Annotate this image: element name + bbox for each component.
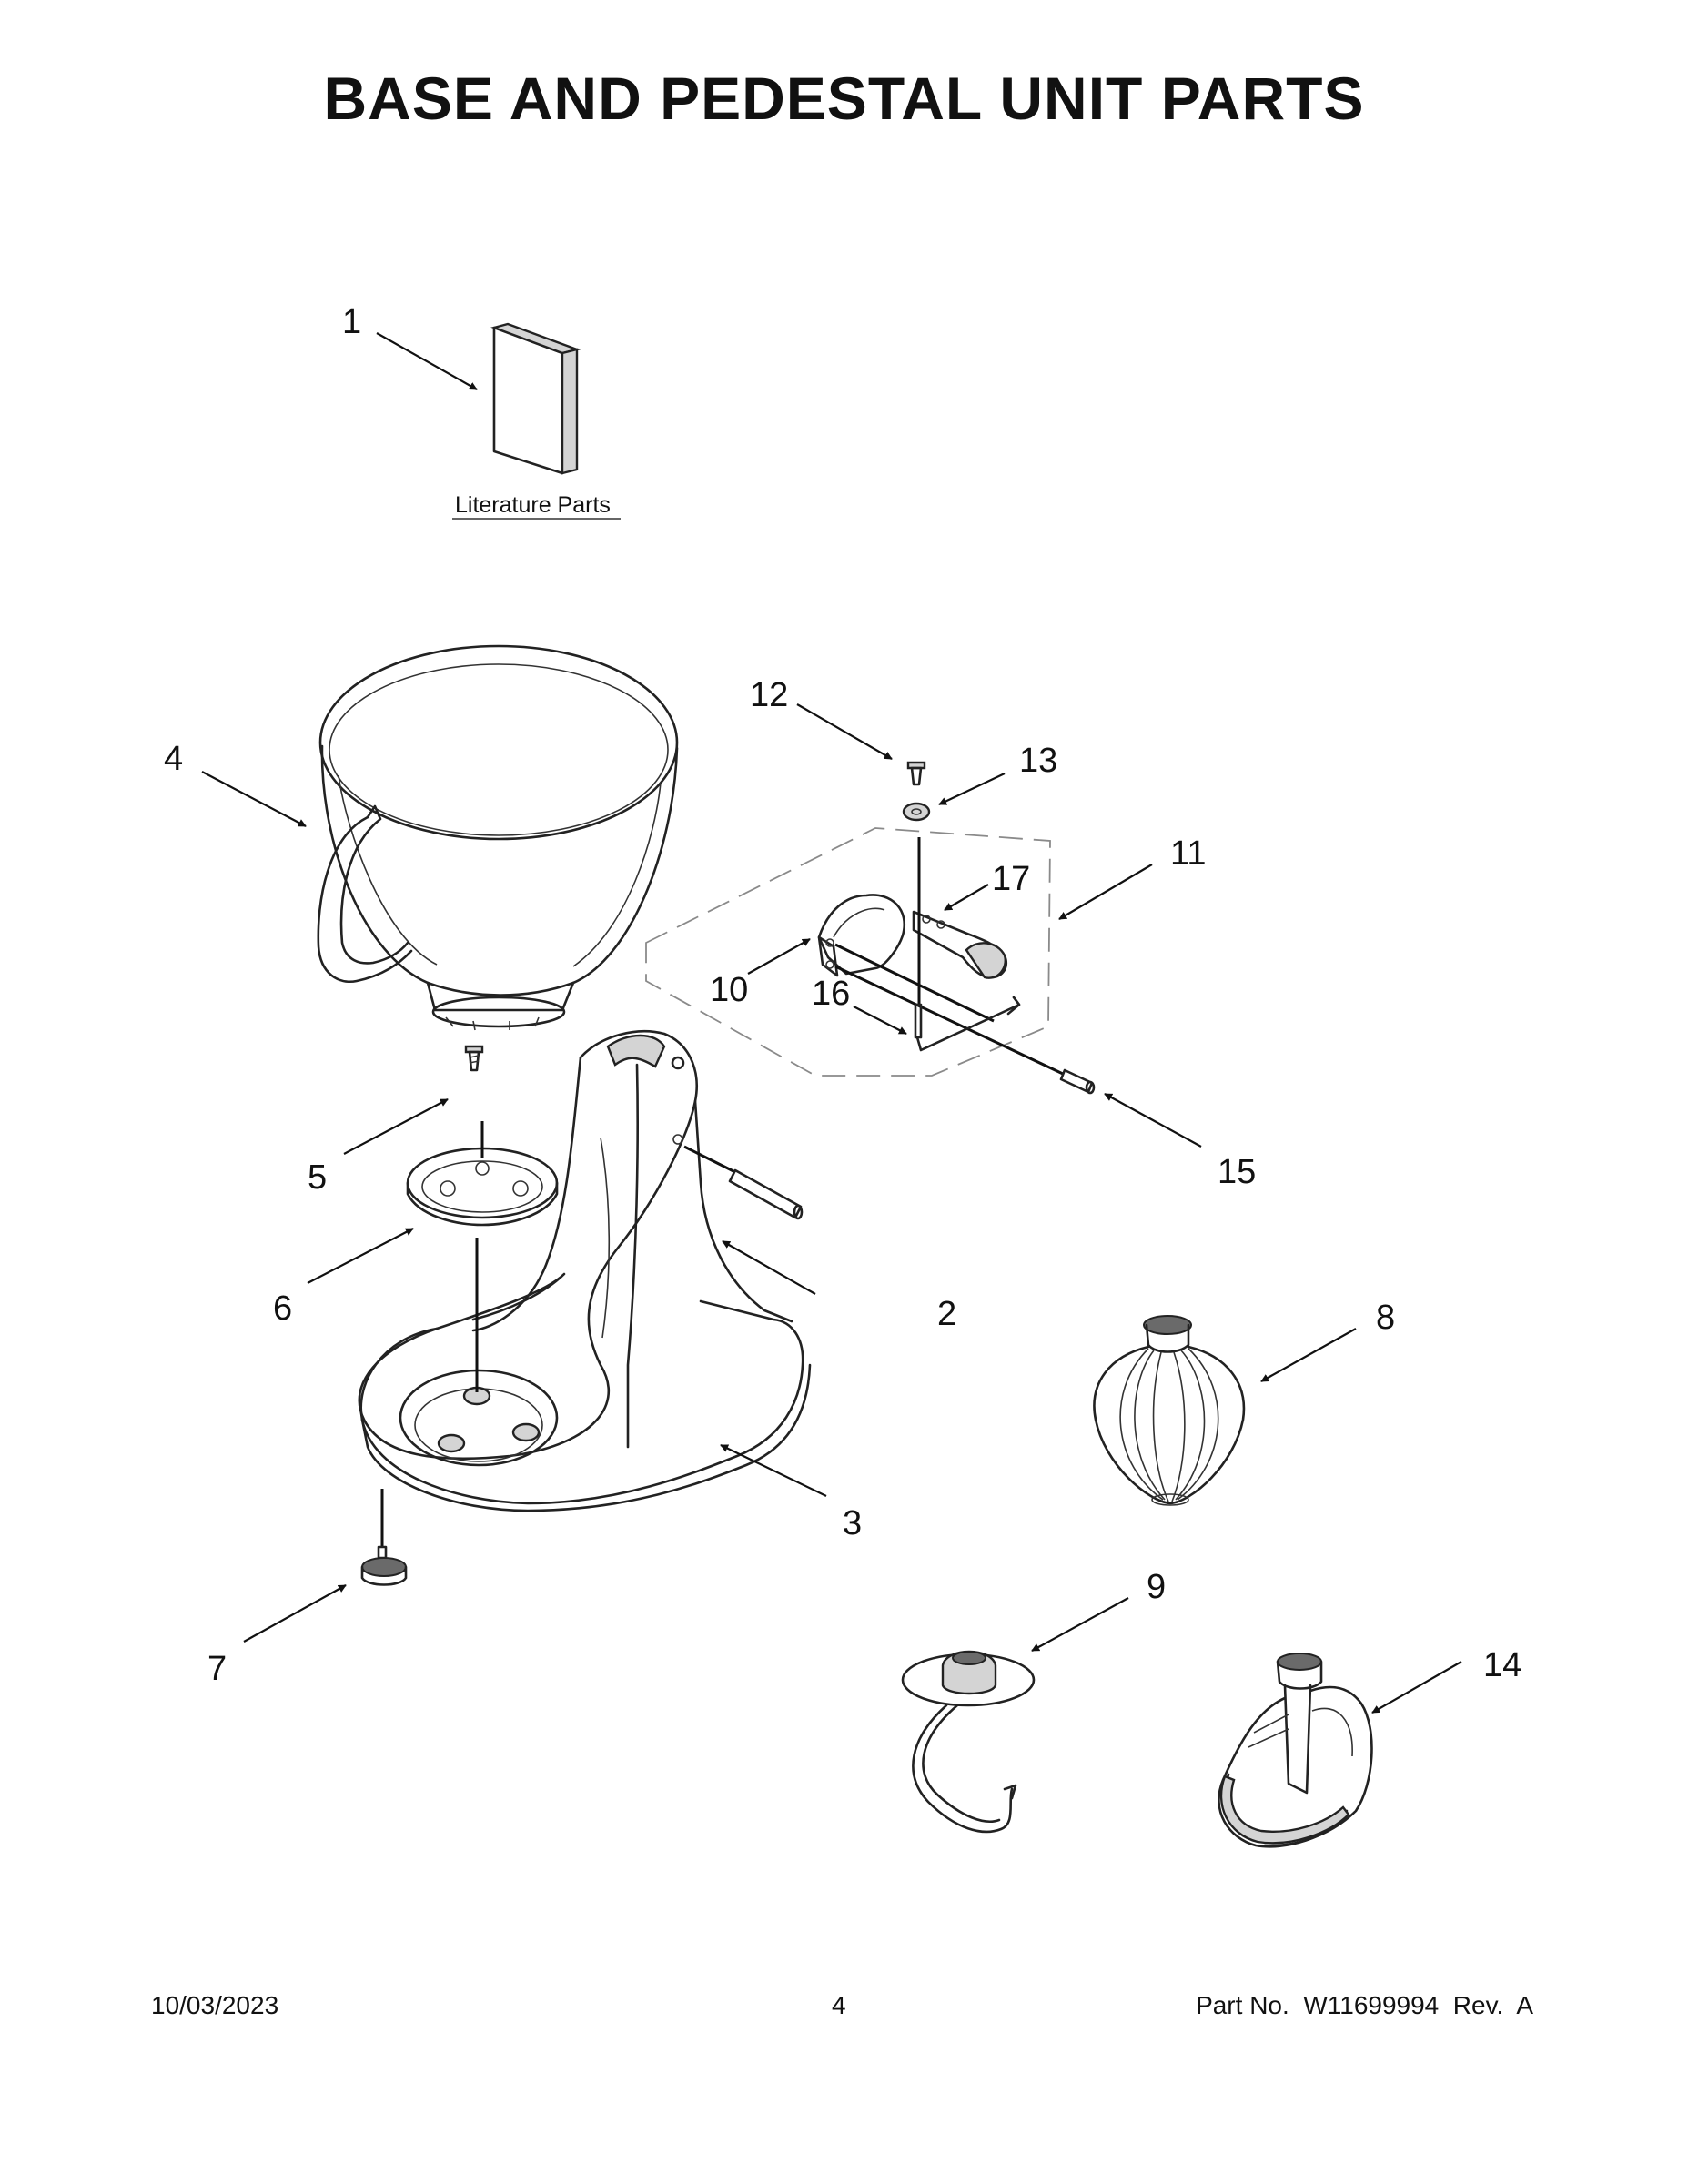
leader-9 <box>1031 1597 1129 1652</box>
leader-8 <box>1260 1328 1357 1382</box>
leader-13 <box>938 773 1006 805</box>
leveling-foot <box>360 1489 408 1586</box>
dough-hook <box>901 1650 1036 1834</box>
callout-5: 5 <box>308 1158 327 1197</box>
leader-5 <box>343 1098 449 1155</box>
callout-4: 4 <box>164 740 183 778</box>
leader-10 <box>747 938 811 975</box>
literature-parts-label: Literature Parts <box>455 492 611 518</box>
callout-17: 17 <box>992 860 1030 898</box>
callout-6: 6 <box>273 1289 292 1328</box>
wire-whip <box>1093 1315 1246 1506</box>
callout-1: 1 <box>342 303 361 341</box>
leader-17 <box>944 884 989 911</box>
leader-12 <box>796 703 893 760</box>
callout-8: 8 <box>1376 1299 1395 1337</box>
pedestal-base <box>358 1030 812 1512</box>
footer-page-number: 4 <box>832 1991 846 2019</box>
callout-13: 13 <box>1019 742 1057 780</box>
callout-3: 3 <box>843 1504 862 1542</box>
literature-parts-booklet: Literature Parts <box>452 322 621 520</box>
callout-15: 15 <box>1218 1153 1256 1191</box>
callout-7: 7 <box>207 1650 227 1688</box>
leader-6 <box>307 1228 414 1284</box>
footer-date: 10/03/2023 <box>151 1991 279 2019</box>
callout-16: 16 <box>812 975 850 1013</box>
hinge-assembly <box>645 761 1096 1095</box>
leader-1 <box>376 332 478 390</box>
leader-4 <box>201 771 307 827</box>
callout-11: 11 <box>1170 834 1206 873</box>
callout-14: 14 <box>1483 1646 1521 1684</box>
mixing-bowl <box>317 644 679 1031</box>
flat-beater <box>1218 1653 1373 1848</box>
callout-2: 2 <box>937 1295 956 1333</box>
callout-numbers: 1 2 3 4 5 6 7 8 9 10 11 12 13 14 15 16 1… <box>164 303 1521 1688</box>
footer-part-number: Part No. W11699994 Rev. A <box>1196 1991 1533 2019</box>
page-title: BASE AND PEDESTAL UNIT PARTS <box>323 65 1365 132</box>
leader-lines <box>201 332 1462 1714</box>
leader-3 <box>720 1444 827 1497</box>
assembly-boundary <box>645 827 1051 1077</box>
clamp-plate <box>406 1121 559 1392</box>
callout-10: 10 <box>710 971 748 1009</box>
callout-12: 12 <box>750 676 788 714</box>
callout-9: 9 <box>1147 1568 1166 1606</box>
leader-16 <box>853 1006 907 1035</box>
leader-7 <box>243 1584 347 1643</box>
screw-part-5 <box>464 1045 484 1072</box>
leader-2 <box>722 1240 816 1295</box>
leader-14 <box>1371 1661 1462 1714</box>
leader-11 <box>1058 864 1153 920</box>
hinge-pin <box>683 1145 804 1220</box>
leader-15 <box>1104 1093 1202 1148</box>
